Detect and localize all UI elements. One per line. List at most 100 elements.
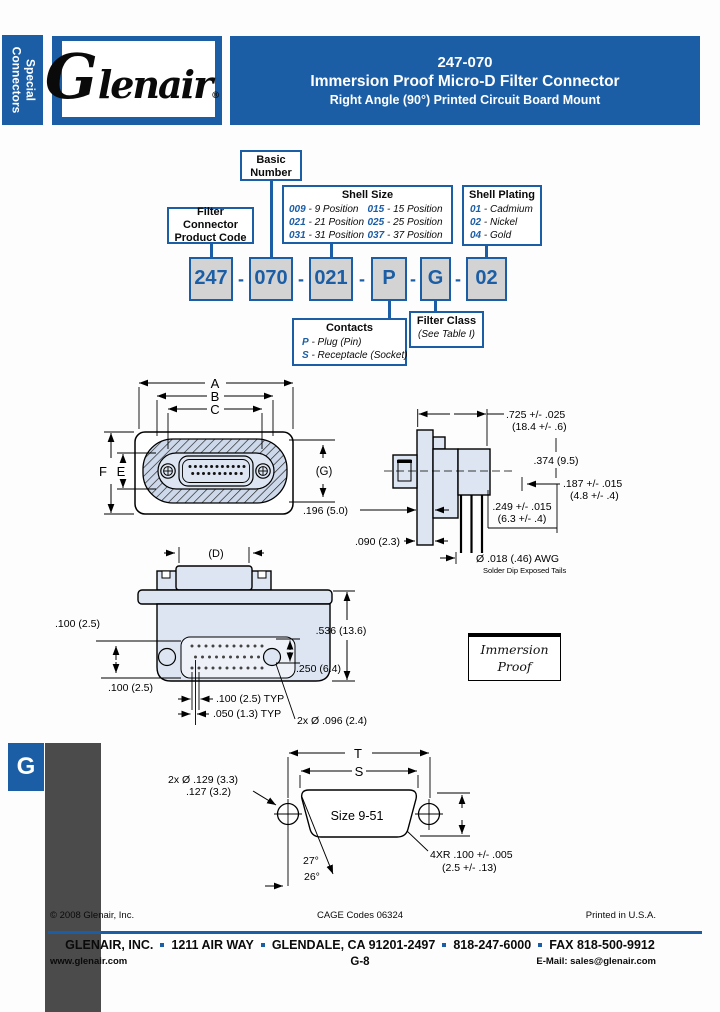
dim-radius-mm: (2.5 +/- .13) — [442, 862, 497, 874]
shell-size-option: 025 - 25 Position — [367, 217, 443, 229]
solder-tails — [190, 644, 264, 670]
dim-t: T — [354, 746, 362, 761]
dim-b: B — [211, 389, 220, 404]
dim-holes: 2x Ø .129 (3.3) — [168, 774, 238, 786]
dim-row: .249 +/- .015 — [492, 501, 551, 513]
section-letter-tab: G — [8, 743, 44, 791]
bullet-separator — [538, 943, 543, 947]
dim-wire: Ø .018 (.46) AWG — [476, 553, 559, 565]
dim-d: (D) — [208, 548, 223, 560]
mounting-hole-left — [157, 647, 177, 667]
shell-size-option: 015 - 15 Position — [367, 204, 443, 216]
dim-row-mm: (6.3 +/- .4) — [498, 513, 547, 525]
city-address: GLENDALE, CA 91201-2497 — [271, 938, 436, 952]
logo-initial: G — [44, 40, 98, 113]
pn-segment-series: 070 — [249, 257, 293, 301]
dim-g: (G) — [316, 466, 333, 478]
shell-size-title: Shell Size — [341, 189, 394, 201]
basic-number-label: Basic Number — [250, 154, 292, 180]
line-productcode-247 — [210, 244, 213, 258]
bullet-separator — [160, 943, 165, 947]
contacts-title: Contacts — [325, 322, 374, 334]
dim-edge-top: .100 (2.5) — [55, 618, 100, 630]
pn-segment-basicnumber: 247 — [189, 257, 233, 301]
phone-number: 818-247-6000 — [453, 938, 532, 952]
copyright-text: © 2008 Glenair, Inc. — [50, 910, 135, 921]
shell-plating-option: 04 - Gold — [470, 230, 512, 242]
contacts-box: Contacts P - Plug (Pin) S - Receptacle (… — [292, 318, 408, 366]
front-view-shapes — [134, 431, 294, 515]
glenair-logo: Glenair® — [45, 36, 222, 125]
pn-dash: - — [298, 269, 304, 289]
logo-rest: lenair — [97, 62, 213, 107]
immersion-proof-note: Immersion Proof — [468, 633, 561, 681]
line-shellplating-02 — [485, 245, 488, 258]
dim-angle2: 26° — [304, 871, 320, 883]
filter-class-title: Filter Class — [416, 315, 477, 327]
mounting-hole-right — [262, 647, 282, 667]
footprint-dimensions: T S 2x Ø .129 (3.3) .127 (3.2) 27° 26° 4… — [168, 746, 513, 890]
footprint-drawing: Size 9-51 T S 2x Ø .129 (3.3) .127 (3.2)… — [168, 746, 513, 890]
contacts-option: P - Plug (Pin) — [302, 337, 362, 349]
pn-segment-filterclass: G — [420, 257, 451, 301]
dim-flange: .196 (5.0) — [303, 505, 348, 517]
pn-segment-plating: 02 — [466, 257, 507, 301]
pn-segment-contacts: P — [371, 257, 407, 301]
footer-address-line: GLENAIR, INC. 1211 AIR WAY GLENDALE, CA … — [0, 938, 720, 952]
bullet-separator — [260, 943, 265, 947]
dim-angle1: 27° — [303, 855, 319, 867]
printed-text: Printed in U.S.A. — [585, 910, 656, 921]
cutout-size-label: Size 9-51 — [331, 809, 384, 823]
dim-holes2: .127 (3.2) — [186, 786, 231, 798]
page-number: G-8 — [350, 956, 370, 968]
rear-view-dimensions: (D) .100 (2.5) .100 (2.5) .536 (13.6) .2… — [55, 547, 367, 727]
cage-code-text: CAGE Codes 06324 — [316, 910, 404, 921]
pn-dash: - — [410, 269, 416, 289]
contact-pins — [188, 465, 246, 475]
dim-e: E — [117, 464, 126, 479]
dim-pitch: .100 (2.5) TYP — [216, 693, 284, 705]
dim-edge-bottom: .100 (2.5) — [108, 682, 153, 694]
shell-size-option: 009 - 9 Position — [289, 204, 359, 216]
rear-view-shapes — [137, 565, 333, 682]
company-name: GLENAIR, INC. — [65, 938, 154, 952]
dim-wire-note: Solder Dip Exposed Tails — [483, 566, 566, 575]
dim-height: .374 (9.5) — [534, 455, 579, 467]
glenair-logo-inner: Glenair® — [45, 41, 220, 117]
contacts-option: S - Receptacle (Socket) — [302, 350, 408, 362]
pn-dash: - — [455, 269, 461, 289]
page-subtitle: Right Angle (90°) Printed Circuit Board … — [329, 93, 601, 107]
registered-mark: ® — [211, 91, 221, 101]
part-number-title: 247-070 — [437, 54, 493, 71]
page-title: Immersion Proof Micro-D Filter Connector — [310, 73, 620, 90]
section-tab-label: Special Connectors — [9, 46, 37, 114]
title-banner: 247-070 Immersion Proof Micro-D Filter C… — [230, 36, 700, 125]
pn-segment-shellsize: 021 — [309, 257, 353, 301]
shell-plating-title: Shell Plating — [468, 189, 535, 201]
dim-tail: .187 +/- .015 — [563, 478, 622, 490]
bullet-separator — [442, 943, 447, 947]
dim-depth: .725 +/- .025 — [506, 409, 565, 421]
fax-number: FAX 818-500-9912 — [549, 938, 655, 952]
dim-radius: 4XR .100 +/- .005 — [430, 849, 513, 861]
section-gray-strip — [45, 743, 101, 1012]
shell-size-option: 031 - 31 Position — [289, 230, 365, 242]
dim-depth-mm: (18.4 +/- .6) — [512, 421, 567, 433]
footer-rule — [48, 931, 702, 934]
product-code-label: Filter Connector Product Code — [174, 205, 247, 245]
line-g-filterclass — [434, 300, 437, 312]
line-p-contacts — [388, 300, 391, 318]
glenair-wordmark: Glenair® — [45, 46, 221, 108]
dim-s: S — [355, 764, 364, 779]
dim-body: .536 (13.6) — [316, 625, 367, 637]
front-view-drawing: A B C F E (G) — [99, 376, 335, 515]
dim-holes: 2x Ø .096 (2.4) — [297, 715, 367, 727]
side-view-dimensions: .725 +/- .025 (18.4 +/- .6) .374 (9.5) .… — [303, 409, 622, 575]
street-address: 1211 AIR WAY — [171, 938, 254, 952]
pn-dash: - — [238, 269, 244, 289]
shell-size-option: 021 - 21 Position — [289, 217, 365, 229]
basic-number-box: Basic Number — [240, 150, 302, 181]
shell-size-option: 037 - 37 Position — [367, 230, 443, 242]
website-text: www.glenair.com — [50, 956, 128, 967]
dim-stagger: .050 (1.3) TYP — [213, 708, 281, 720]
